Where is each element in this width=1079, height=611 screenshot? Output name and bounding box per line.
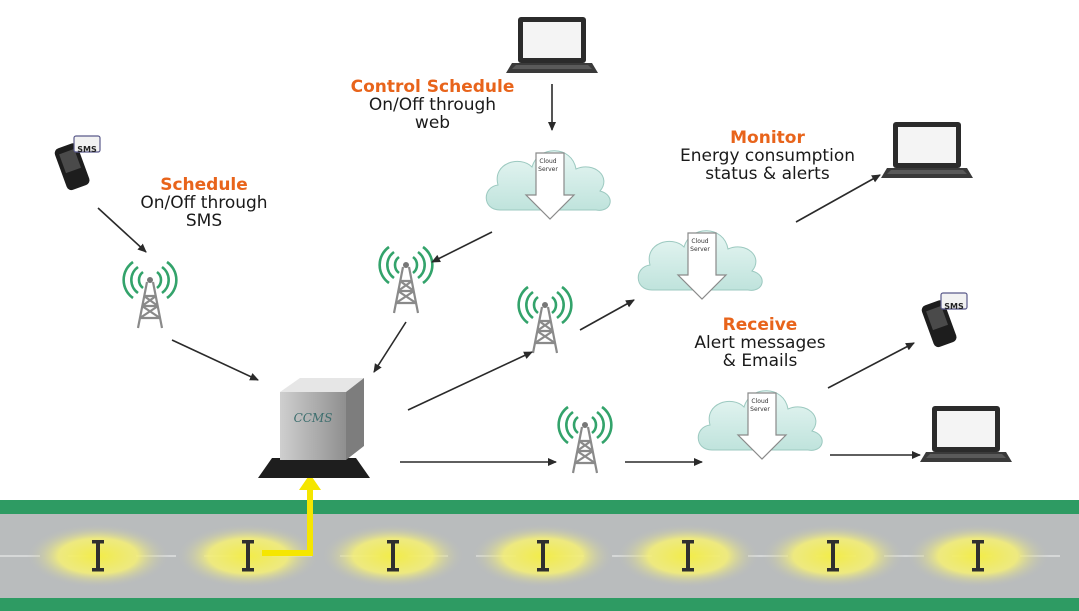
control-schedule-heading: Control Schedule [350,77,515,97]
cloud-server-icon: Cloud Server [697,390,823,460]
power-feed-arrow [262,474,321,556]
receive-heading: Receive [722,315,798,335]
schedule-line1: On/Off through [140,193,268,213]
ccms-box-icon: CCMS [258,378,370,478]
laptop-icon [920,406,1012,462]
cloud-server-icon: Cloud Server [637,230,763,300]
control-schedule-line1: On/Off through [368,95,497,115]
svg-text:Cloud: Cloud [539,158,556,165]
ccms-label: CCMS [294,411,333,425]
schedule-heading: Schedule [160,175,248,195]
schedule-label: Schedule On/Off through SMS [124,176,284,230]
svg-text:Server: Server [750,406,770,413]
phone-icon: SMS [52,135,101,193]
road [0,500,1079,611]
control-schedule-line2: web [414,113,451,133]
laptop-icon [881,122,973,178]
svg-text:Cloud: Cloud [691,238,708,245]
svg-text:Cloud: Cloud [751,398,768,405]
svg-text:Server: Server [538,166,558,173]
phone-icon: SMS [919,292,968,350]
receive-line2: & Emails [722,351,798,371]
tower-icon [378,245,434,315]
schedule-line2: SMS [185,211,223,231]
svg-text:SMS: SMS [944,302,964,311]
monitor-label: Monitor Energy consumption status & aler… [665,129,870,183]
receive-label: Receive Alert messages & Emails [680,316,840,370]
connector-arrows [97,84,921,466]
cloud-server-icon: Cloud Server [485,150,611,220]
monitor-heading: Monitor [730,128,805,148]
tower-icon [122,260,178,330]
monitor-line2: status & alerts [705,164,830,184]
svg-text:SMS: SMS [77,145,97,154]
tower-icon [517,285,573,355]
monitor-line1: Energy consumption [680,146,855,166]
tower-icon [557,405,613,475]
svg-text:Server: Server [690,246,710,253]
control-schedule-label: Control Schedule On/Off through web [340,78,525,132]
laptop-icon [506,17,598,73]
receive-line1: Alert messages [694,333,826,353]
